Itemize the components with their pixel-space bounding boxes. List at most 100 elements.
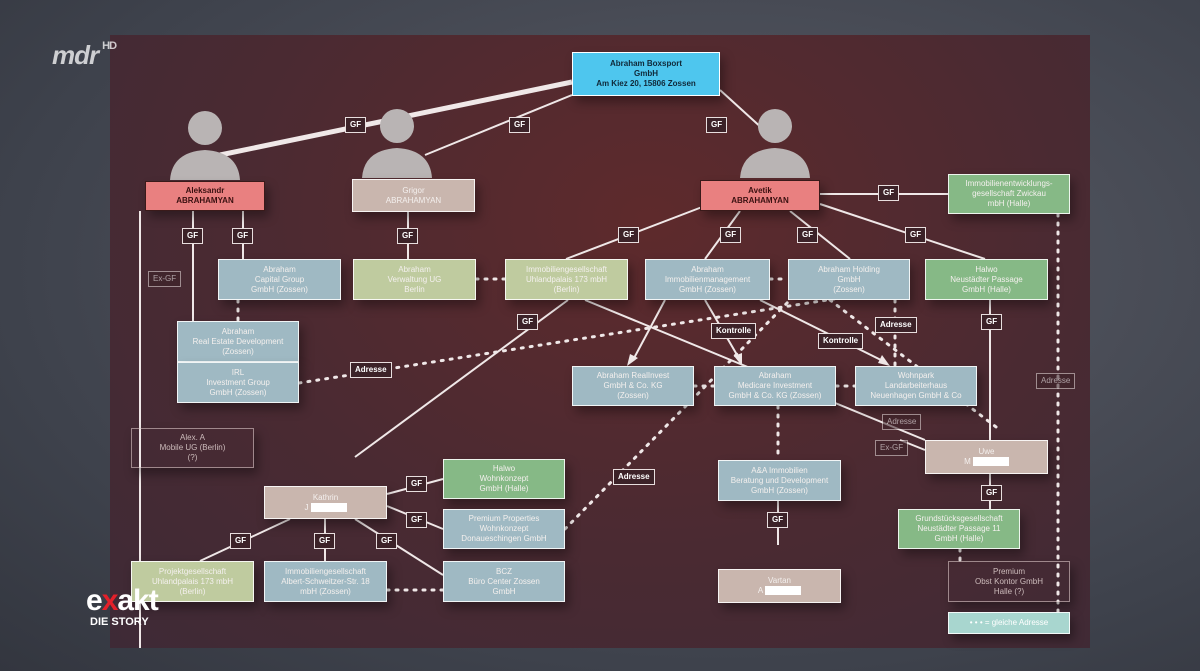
entity-line: Aleksandr bbox=[185, 186, 225, 195]
entity-line: Grigor bbox=[402, 185, 425, 195]
entity-line: • • • = gleiche Adresse bbox=[969, 618, 1049, 627]
entity-line: GmbH & Co. KG (Zossen) bbox=[728, 391, 822, 400]
entity-line: mbH (Zossen) bbox=[300, 586, 351, 596]
entity-line: A bbox=[757, 586, 764, 595]
relation-tag-gf: GF bbox=[905, 227, 927, 243]
entity-line-wrap: M bbox=[964, 457, 1009, 467]
relation-tag-gf: GF bbox=[618, 227, 640, 243]
relation-tag-adresse: Adresse bbox=[350, 362, 392, 378]
entity-line: Capital Group bbox=[254, 274, 305, 284]
entity-line: Abraham bbox=[398, 264, 431, 274]
entity-line: Obst Kontor GmbH bbox=[974, 576, 1044, 586]
entity-line: (Berlin) bbox=[553, 284, 580, 294]
entity-line: Avetik bbox=[748, 185, 772, 195]
relation-tag-gf: GF bbox=[509, 117, 531, 133]
entity-line: (Berlin) bbox=[179, 586, 206, 596]
entity-line: Beratung und Development bbox=[730, 475, 829, 485]
entity-line: Alex. A bbox=[180, 433, 205, 442]
entity-line: BCZ bbox=[496, 566, 512, 576]
entity-line: Immobilienmanagement bbox=[664, 274, 751, 284]
person-silhouette-icon bbox=[362, 109, 432, 178]
relation-tag-kontrolle: Kontrolle bbox=[711, 323, 757, 339]
entity-line: Berlin bbox=[404, 284, 425, 294]
person-silhouette-icon bbox=[170, 111, 240, 180]
entity-line: (Zossen) bbox=[617, 391, 649, 400]
relation-tag-gf: GF bbox=[797, 227, 819, 243]
entity-line: Wohnkonzept bbox=[479, 524, 529, 533]
relation-tag-kontrolle: Kontrolle bbox=[818, 333, 864, 349]
relation-tag-adresse: Adresse bbox=[1036, 373, 1076, 389]
logo-part: x bbox=[101, 584, 119, 617]
redaction-bar bbox=[765, 586, 802, 596]
entity-line-wrap: A bbox=[757, 586, 802, 596]
entity-line: M bbox=[964, 457, 971, 466]
relation-tag-adresse: Adresse bbox=[875, 317, 917, 333]
exakt-logo: exakt bbox=[86, 584, 159, 617]
redaction-bar bbox=[972, 457, 1009, 467]
relation-tag-gf: GF bbox=[230, 533, 252, 549]
relation-tag-gf: GF bbox=[182, 228, 204, 244]
logo-part: akt bbox=[117, 584, 158, 617]
entity-line: ABRAHAMYAN bbox=[731, 195, 789, 205]
relation-tag-gf: GF bbox=[981, 485, 1003, 501]
entity-line: A&A Immobilien bbox=[751, 465, 808, 475]
entity-line: Neustädter Passage bbox=[950, 274, 1023, 284]
entity-line: Medicare Investment bbox=[737, 381, 813, 390]
entity-line: Real Estate Development bbox=[192, 336, 284, 346]
relation-tag-gf: GF bbox=[767, 512, 789, 528]
redaction-bar bbox=[310, 502, 347, 512]
relation-tag-gf: GF bbox=[720, 227, 742, 243]
relation-tag-gf: GF bbox=[406, 476, 428, 492]
entity-line: Halwo bbox=[492, 464, 516, 473]
entity-line: GmbH (Zossen) bbox=[251, 284, 308, 294]
entity-line: Abraham RealInvest bbox=[596, 371, 670, 380]
entity-line: Abraham bbox=[221, 326, 255, 336]
relation-tag-gf: GF bbox=[878, 185, 900, 201]
entity-line: GmbH bbox=[634, 69, 658, 78]
relation-tag-gf: GF bbox=[981, 314, 1003, 330]
relation-tag-gf: GF bbox=[706, 117, 728, 133]
entity-line: IRL bbox=[231, 367, 245, 377]
entity-line: Neuenhagen GmbH & Co bbox=[870, 391, 962, 400]
entity-line: Abraham Holding bbox=[818, 264, 880, 274]
entity-line: Kathrin bbox=[312, 492, 339, 502]
entity-line-wrap: J bbox=[305, 503, 347, 513]
entity-line: Halle (?) bbox=[993, 586, 1025, 596]
entity-box-zwickau: Immobilienentwicklungs-gesellschaft Zwic… bbox=[948, 174, 1070, 214]
entity-line: Investment Group bbox=[206, 377, 270, 387]
entity-line: Büro Center Zossen bbox=[468, 576, 540, 586]
entity-line: (Zossen) bbox=[222, 346, 254, 356]
entity-line: Albert-Schweitzer-Str. 18 bbox=[281, 576, 370, 586]
entity-line: Abraham bbox=[691, 264, 724, 274]
entity-line: Halwo bbox=[975, 264, 998, 274]
entity-line: Donaueschingen GmbH bbox=[461, 534, 547, 543]
show-subtitle: DIE STORY bbox=[90, 616, 149, 628]
entity-line: Premium Properties bbox=[468, 514, 540, 523]
entity-line: Uhlandpalais 173 mbH bbox=[152, 576, 233, 586]
relation-tag-ex-gf: Ex-GF bbox=[148, 271, 182, 287]
entity-line: Am Kiez 20, 15806 Zossen bbox=[596, 79, 696, 88]
entity-line: GmbH (Zossen) bbox=[209, 387, 267, 397]
entity-line: Projektgesellschaft bbox=[158, 566, 227, 576]
entity-line: Neustädter Passage 11 bbox=[917, 524, 1001, 533]
entity-line: Uwe bbox=[978, 447, 995, 456]
entity-line: Wohnkonzept bbox=[479, 474, 529, 483]
entity-line: ABRAHAMYAN bbox=[385, 195, 442, 205]
